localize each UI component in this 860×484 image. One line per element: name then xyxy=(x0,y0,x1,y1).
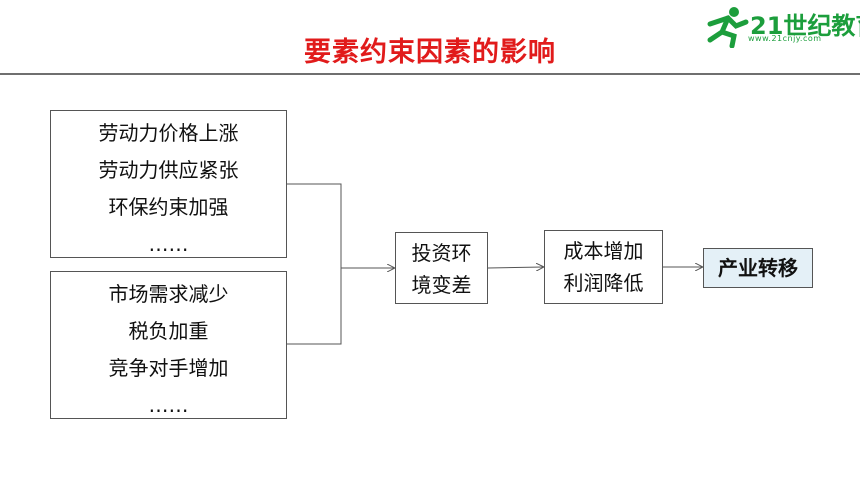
factor-item: 税负加重 xyxy=(128,319,209,343)
step1-box: 投资环 境变差 xyxy=(395,232,488,304)
factor-box-upper: 劳动力价格上涨 劳动力供应紧张 环保约束加强 …… xyxy=(50,110,287,258)
factor-item: 市场需求减少 xyxy=(108,282,229,306)
step2-box: 成本增加 利润降低 xyxy=(544,230,663,304)
factor-item: 劳动力价格上涨 xyxy=(98,121,239,145)
runner-icon xyxy=(707,7,749,48)
factor-box-lower: 市场需求减少 税负加重 竞争对手增加 …… xyxy=(50,271,287,419)
connector-lower xyxy=(287,268,342,345)
logo-url: www.21cnjy.com xyxy=(748,34,822,43)
logo: 21世纪教育 www.21cnjy.com xyxy=(700,4,860,48)
step2-line: 成本增加 xyxy=(563,239,644,263)
step1-line: 投资环 xyxy=(411,241,472,265)
connector-upper xyxy=(287,183,342,268)
result-label: 产业转移 xyxy=(718,256,798,280)
logo-text: 21世纪教育 xyxy=(750,12,860,40)
step2-line: 利润降低 xyxy=(563,271,644,295)
factor-item: …… xyxy=(148,232,189,256)
step1-line: 境变差 xyxy=(411,273,472,297)
factor-item: 环保约束加强 xyxy=(108,195,229,219)
factor-item: …… xyxy=(148,393,189,417)
factor-item: 劳动力供应紧张 xyxy=(98,158,239,182)
result-box: 产业转移 xyxy=(703,248,813,288)
arrow-to-step2 xyxy=(487,267,543,268)
page-title: 要素约束因素的影响 xyxy=(304,37,556,68)
factor-item: 竞争对手增加 xyxy=(108,356,229,380)
header-divider xyxy=(0,73,860,75)
